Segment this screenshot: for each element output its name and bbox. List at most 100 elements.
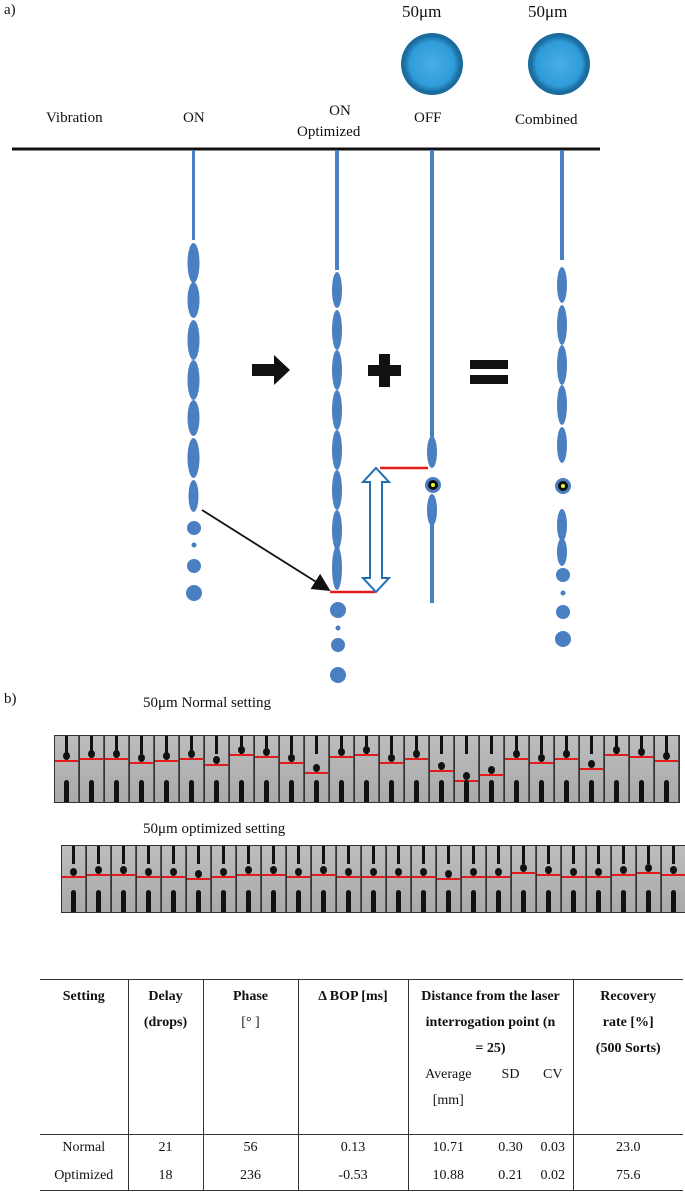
jet-neck	[439, 780, 444, 802]
stream-combined	[555, 150, 571, 647]
breakoff-marker	[605, 754, 628, 756]
droplet	[545, 866, 552, 874]
jet-neck	[639, 780, 644, 802]
equals-icon-top	[470, 360, 508, 369]
droplet	[520, 864, 527, 872]
breakoff-marker	[262, 874, 285, 876]
breakoff-marker	[162, 876, 185, 878]
jet-neck	[614, 780, 619, 802]
breakoff-marker	[330, 756, 353, 758]
shift-arrow	[201, 509, 331, 591]
droplet	[488, 766, 495, 774]
jet-neck	[146, 890, 151, 912]
breakoff-marker	[87, 874, 110, 876]
jet-stream	[472, 846, 475, 864]
droplet	[663, 752, 670, 760]
droplet	[613, 746, 620, 754]
jet-stream	[90, 736, 93, 754]
jet-stream	[540, 736, 543, 754]
jet-neck	[114, 780, 119, 802]
jet-neck	[539, 780, 544, 802]
optimized-setting-title: 50μm optimized setting	[143, 821, 286, 837]
jet-neck	[646, 890, 651, 912]
normal-frame	[405, 736, 429, 802]
jet-neck	[464, 780, 469, 802]
jet-neck	[671, 890, 676, 912]
jet-neck	[489, 780, 494, 802]
breakoff-marker	[562, 876, 585, 878]
normal-frame	[105, 736, 129, 802]
jet-stream	[622, 846, 625, 864]
header-setting: Setting	[40, 979, 128, 1062]
equals-icon-bottom	[470, 375, 508, 384]
droplet	[95, 866, 102, 874]
jet-stream	[422, 846, 425, 864]
optimized-frame	[337, 846, 361, 912]
normal-frame	[655, 736, 679, 802]
cell-average: 10.71	[407, 1133, 488, 1162]
jet-stream	[547, 846, 550, 864]
off-label: OFF	[414, 110, 442, 126]
breakoff-marker	[305, 772, 328, 774]
header-delay: Delay (drops)	[127, 979, 203, 1062]
jet-neck	[414, 780, 419, 802]
droplet	[445, 870, 452, 878]
jet-neck	[121, 890, 126, 912]
header-phase-line1: Phase	[233, 989, 268, 1004]
breakoff-marker	[655, 760, 678, 762]
optimized-frame	[87, 846, 111, 912]
breakoff-marker	[637, 872, 660, 874]
droplet-diagram	[12, 33, 600, 683]
droplet	[270, 866, 277, 874]
droplet	[620, 866, 627, 874]
particle-highlight-off	[431, 483, 435, 487]
jet-neck	[71, 890, 76, 912]
droplet	[195, 870, 202, 878]
breakoff-marker	[287, 876, 310, 878]
breakoff-marker	[337, 876, 360, 878]
breakoff-marker	[505, 758, 528, 760]
jet-neck	[546, 890, 551, 912]
header-recovery-line2: rate [%]	[602, 1015, 654, 1030]
droplet	[263, 748, 270, 756]
jet-stream	[340, 736, 343, 754]
cell-phase: 56	[202, 1133, 298, 1162]
jet-neck	[246, 890, 251, 912]
breakoff-marker	[612, 874, 635, 876]
droplet	[245, 866, 252, 874]
header-distance-line3: = 25)	[475, 1041, 506, 1056]
cell-sd: 0.21	[488, 1162, 533, 1191]
jet-neck	[664, 780, 669, 802]
droplet	[463, 772, 470, 780]
jet-neck	[314, 780, 319, 802]
droplet	[70, 868, 77, 876]
jet-stream	[247, 846, 250, 864]
jet-stream	[372, 846, 375, 864]
cell-setting: Normal	[40, 1133, 128, 1162]
nozzle-circle-right	[528, 33, 590, 95]
droplet	[438, 762, 445, 770]
droplet	[120, 866, 127, 874]
jet-stream	[147, 846, 150, 864]
droplet	[495, 868, 502, 876]
breakoff-marker	[105, 758, 128, 760]
droplet	[145, 868, 152, 876]
header-phase-line2: [° ]	[241, 1015, 260, 1030]
normal-frame	[180, 736, 204, 802]
breakoff-marker	[155, 760, 178, 762]
droplet	[645, 864, 652, 872]
jet-stream	[415, 736, 418, 754]
jet-neck	[421, 890, 426, 912]
breakoff-marker	[362, 876, 385, 878]
on-label: ON	[183, 110, 205, 126]
breakoff-marker	[580, 768, 603, 770]
header-delay-line1: Delay	[148, 989, 183, 1004]
jet-stream	[397, 846, 400, 864]
jet-stream	[665, 736, 668, 754]
droplet	[188, 750, 195, 758]
optimized-frame	[662, 846, 685, 912]
normal-frame	[205, 736, 229, 802]
jet-neck	[221, 890, 226, 912]
jet-stream	[297, 846, 300, 864]
jet-stream	[165, 736, 168, 754]
